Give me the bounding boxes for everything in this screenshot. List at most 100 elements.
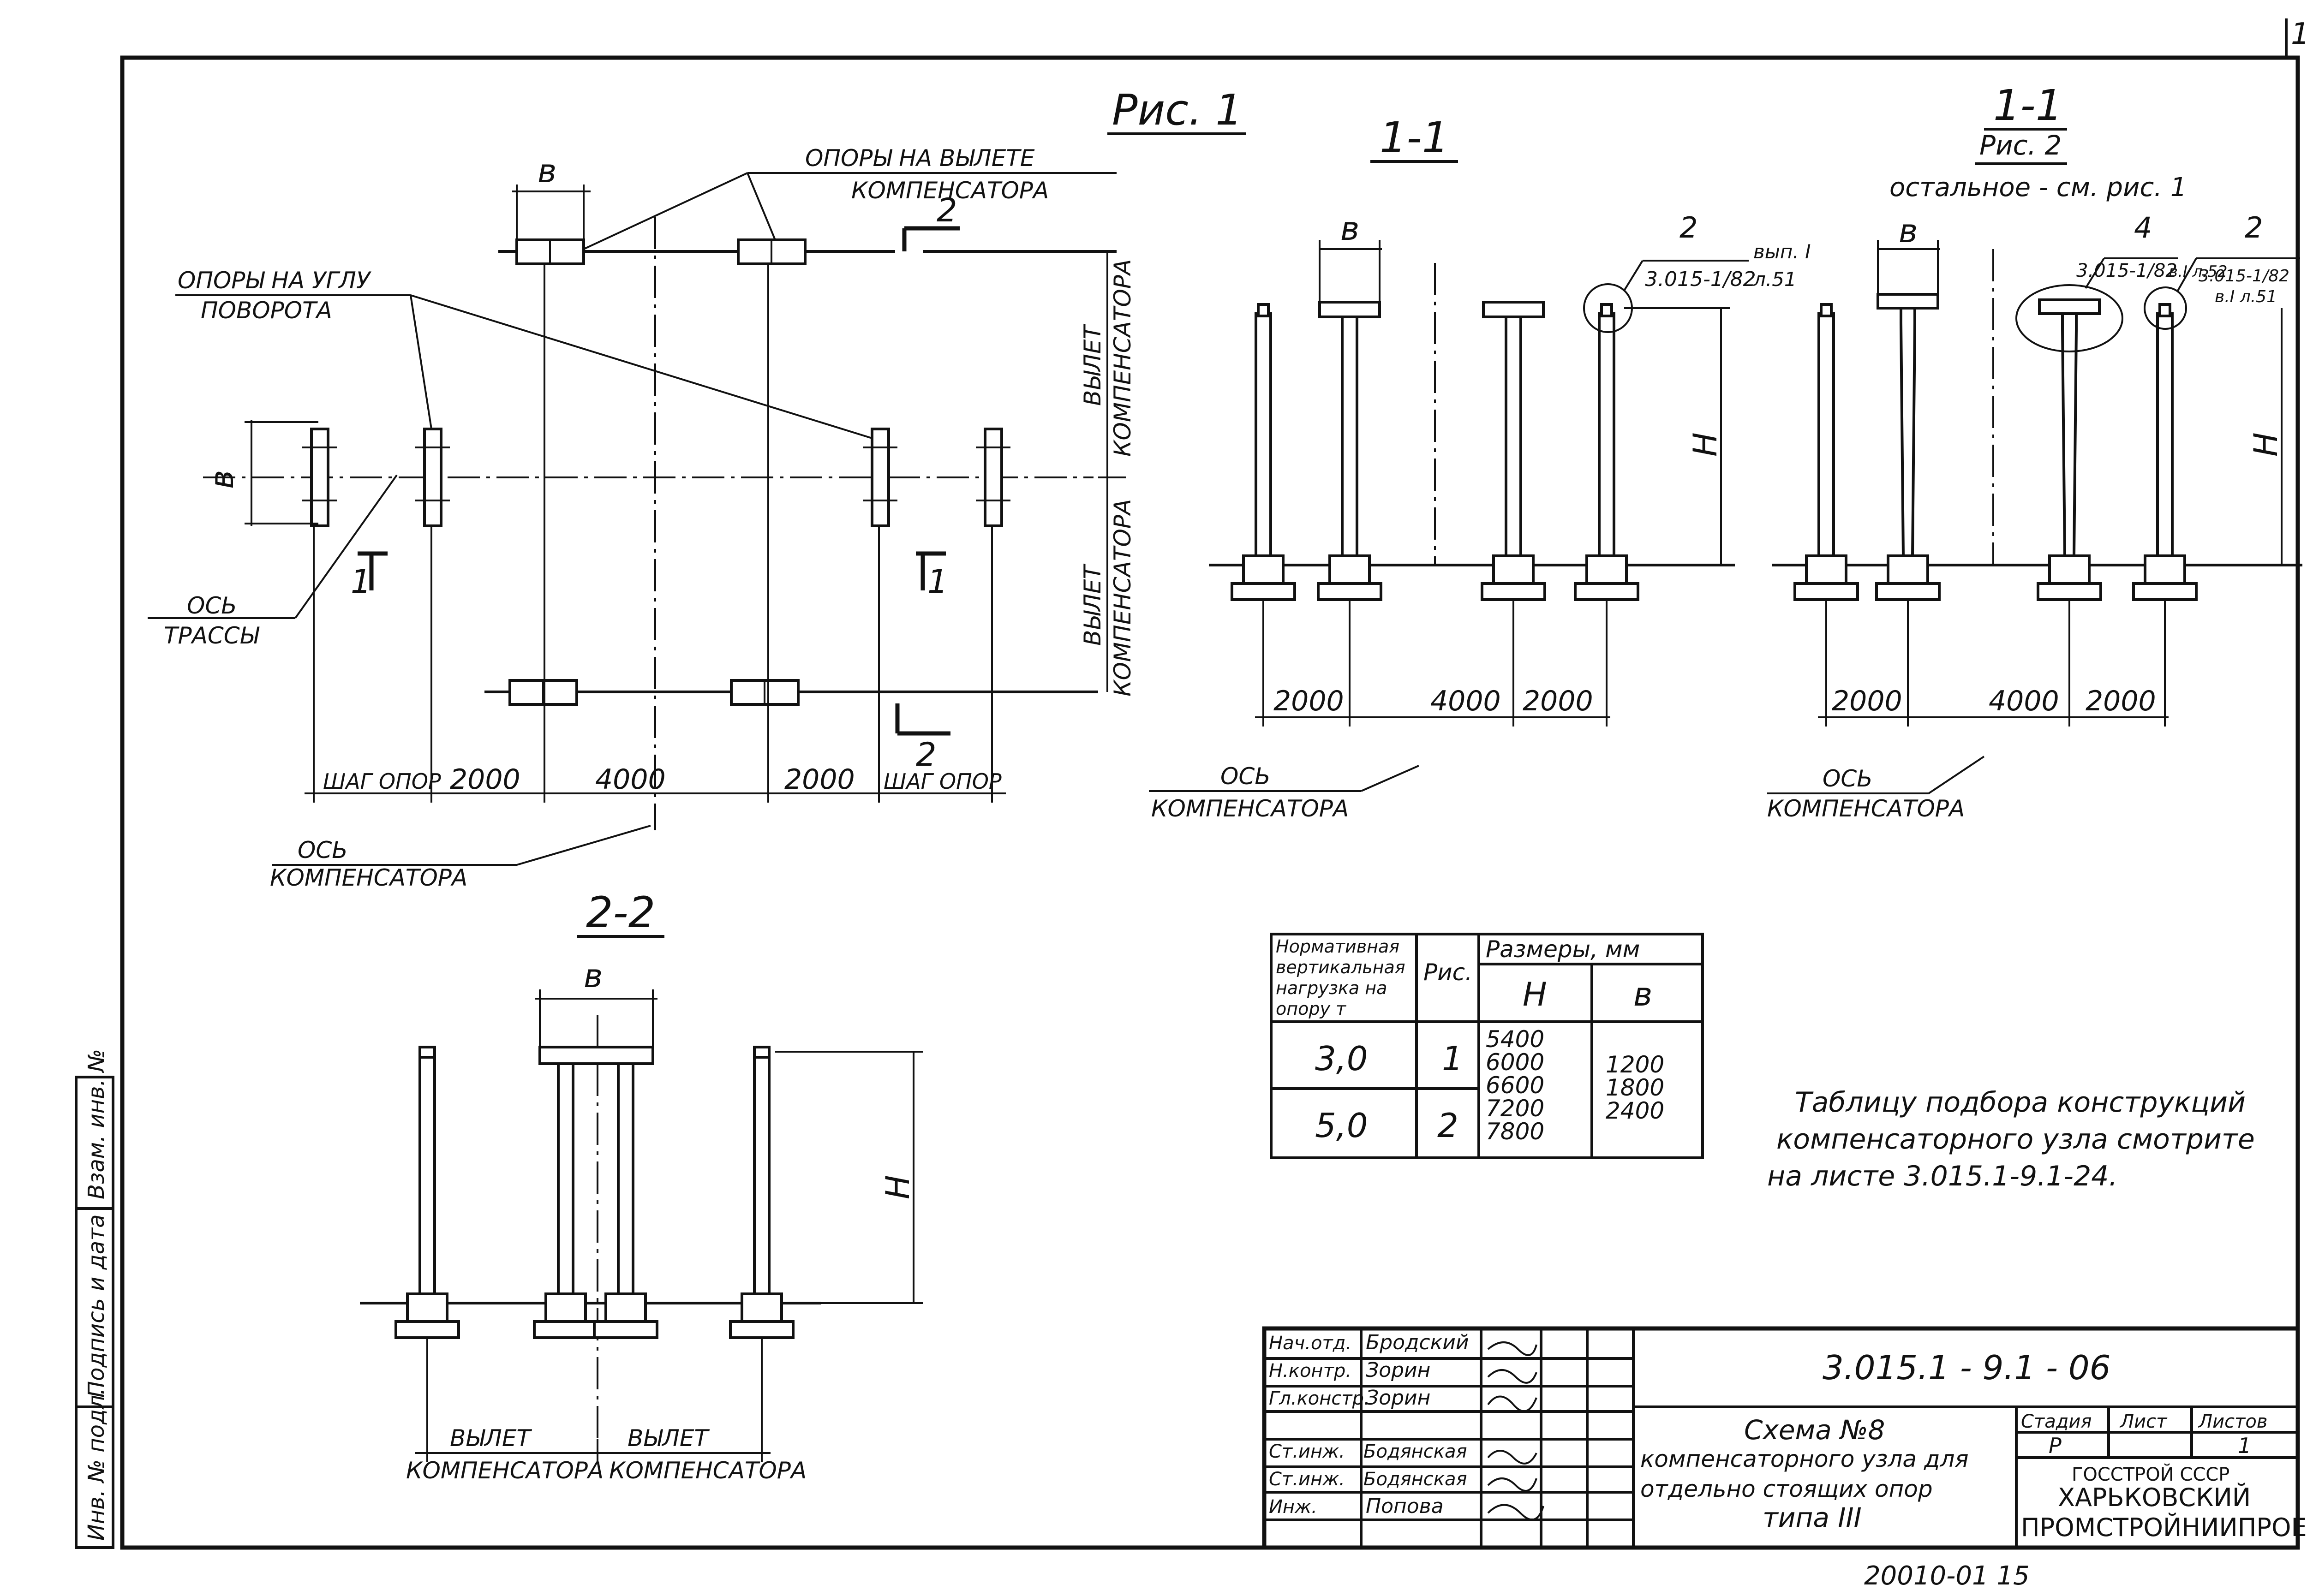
fig1-title: Рис. 1: [1112, 85, 1243, 135]
fig1-dim-step-left: ШАГ ОПОР: [323, 769, 441, 794]
section-1-1-fig2: 1-1 Рис. 2 остальное - см. рис. 1 4: [1767, 81, 2302, 822]
label-comp-axis: ОСЬ: [298, 837, 348, 864]
side-stamp-replace: Взам. инв. №: [84, 1049, 109, 1199]
tb-sheets-header: Листов: [2198, 1411, 2267, 1432]
column-base: [406, 1292, 448, 1323]
table-row-2-load: 5,0: [1315, 1106, 1368, 1145]
label-outreach-bottom-2: КОМПЕНСАТОРА: [1109, 499, 1136, 697]
sec11-callout-sheet-2: л.51: [1753, 268, 1797, 291]
support-corner: [976, 428, 1010, 527]
label-outreach-top-1: ВЫЛЕТ: [1079, 324, 1106, 406]
tb-desc-2: компенсаторного узла для: [1640, 1446, 1969, 1472]
sec11r-h: Н: [2247, 432, 2285, 457]
sec11-callout-num: 2: [1679, 211, 1697, 244]
signature: [1487, 1341, 1537, 1356]
column: [1817, 312, 1835, 557]
column-cap: [1318, 301, 1381, 318]
sec11r-callout2-ref: 3.015-1/82: [2199, 267, 2289, 286]
sec11-comp-axis-2: КОМПЕНСАТОРА: [1151, 795, 1349, 822]
sec11r-dim-3: 2000: [2086, 685, 2156, 717]
sec22-h: Н: [879, 1175, 917, 1199]
sec11-b: в: [1340, 210, 1359, 248]
tb-desc-4: типа III: [1763, 1502, 1862, 1533]
tb-name-7: Попова: [1366, 1495, 1444, 1518]
footer-code: 20010-01 15: [1864, 1561, 2030, 1591]
signature: [1487, 1504, 1544, 1521]
table-header-h: Н: [1523, 976, 1547, 1013]
fig1-dim-2000-right: 2000: [784, 763, 855, 796]
table-b-1: 1200: [1606, 1051, 1664, 1078]
tb-name-1: Бродский: [1366, 1331, 1469, 1354]
section-mark-1-right: 1: [927, 563, 948, 601]
section-mark-2-top: 2: [937, 191, 957, 229]
column-base: [1585, 554, 1628, 585]
page-number: 14: [2291, 17, 2307, 51]
column: [753, 1053, 771, 1295]
sec11-callout-sheet-1: вып. I: [1753, 240, 1811, 263]
sec11r-callout4-num: 4: [2134, 211, 2152, 244]
column: [557, 1062, 574, 1296]
column-base: [2048, 554, 2091, 585]
sec22-b: в: [584, 957, 603, 995]
label-outreach-bottom-1: ВЫЛЕТ: [1079, 564, 1106, 646]
section-2-2: 2-2 в Н ВЫЛЕТ КОМПЕНСА: [360, 888, 923, 1484]
sec11-dim-1: 2000: [1273, 685, 1344, 717]
support-corner: [302, 428, 337, 527]
label-supports-outreach-2: КОМПЕНСАТОРА: [851, 177, 1049, 204]
table-h-2: 6000: [1486, 1049, 1544, 1076]
sec22-dim-2a: ВЫЛЕТ: [628, 1425, 710, 1452]
column: [1505, 316, 1522, 557]
table-h-1: 5400: [1486, 1026, 1544, 1053]
side-stamp-sign: Подпись и дата: [84, 1214, 109, 1398]
column-base: [2144, 554, 2186, 585]
fig1-b-top: в: [538, 152, 556, 190]
sec11r-note: остальное - см. рис. 1: [1889, 173, 2187, 202]
tb-role-7: Инж.: [1269, 1496, 1317, 1518]
sec11r-b: в: [1899, 212, 1918, 250]
tb-stage: Р: [2049, 1433, 2062, 1458]
table-h-5: 7800: [1486, 1118, 1544, 1145]
tb-sheets: 1: [2238, 1433, 2251, 1458]
column-base: [1328, 554, 1371, 585]
column: [2156, 312, 2174, 557]
column-base: [544, 1292, 587, 1323]
callout-ellipse: [2015, 284, 2123, 352]
tb-code: 3.015.1 - 9.1 - 06: [1823, 1348, 2110, 1387]
figure-1-plan: Рис. 1: [148, 85, 1246, 891]
table-header-b: в: [1633, 976, 1652, 1013]
tb-role-5: Ст.инж.: [1269, 1441, 1345, 1462]
table-header-load-3: нагрузка на: [1276, 978, 1387, 998]
side-stamp: Инв. № подл. Подпись и дата Взам. инв. №: [75, 1049, 114, 1549]
label-supports-corner-2: ПОВОРОТА: [201, 297, 332, 324]
side-stamp-inv: Инв. № подл.: [84, 1388, 109, 1541]
tb-name-3: Зорин: [1366, 1386, 1430, 1410]
tb-name-6: Бодянская: [1363, 1469, 1467, 1490]
column: [418, 1053, 436, 1295]
column: [1255, 312, 1272, 557]
note-line-2: компенсаторного узла смотрите: [1776, 1123, 2255, 1155]
section-1-1: 1-1 2 3.015-1/82 вып. I л.51: [1149, 113, 1811, 822]
tb-stage-header: Стадия: [2021, 1411, 2092, 1432]
table-row-1-fig: 1: [1442, 1039, 1463, 1078]
fig1-dim-4000: 4000: [595, 763, 666, 796]
signature: [1487, 1395, 1537, 1412]
sec11r-dim-2: 4000: [1989, 685, 2059, 717]
column: [1598, 312, 1615, 557]
label-comp-axis-2: КОМПЕНСАТОРА: [270, 864, 467, 891]
column-base: [741, 1292, 783, 1323]
tb-desc-1: Схема №8: [1744, 1414, 1885, 1446]
table-header-load-4: опору т: [1276, 999, 1347, 1019]
column-base: [1805, 554, 1847, 585]
label-outreach-top-2: КОМПЕНСАТОРА: [1109, 259, 1136, 457]
table-h-4: 7200: [1486, 1095, 1544, 1122]
callout-circle: [2144, 286, 2187, 330]
column-base: [1492, 554, 1535, 585]
sec11-dim-3: 2000: [1523, 685, 1593, 717]
support-corner: [415, 428, 450, 527]
tb-desc-3: отдельно стоящих опор: [1640, 1476, 1933, 1502]
column-base: [1242, 554, 1285, 585]
sec22-dim-1a: ВЫЛЕТ: [450, 1425, 532, 1452]
tb-name-5: Бодянская: [1363, 1441, 1467, 1462]
column-cap: [1482, 301, 1545, 318]
